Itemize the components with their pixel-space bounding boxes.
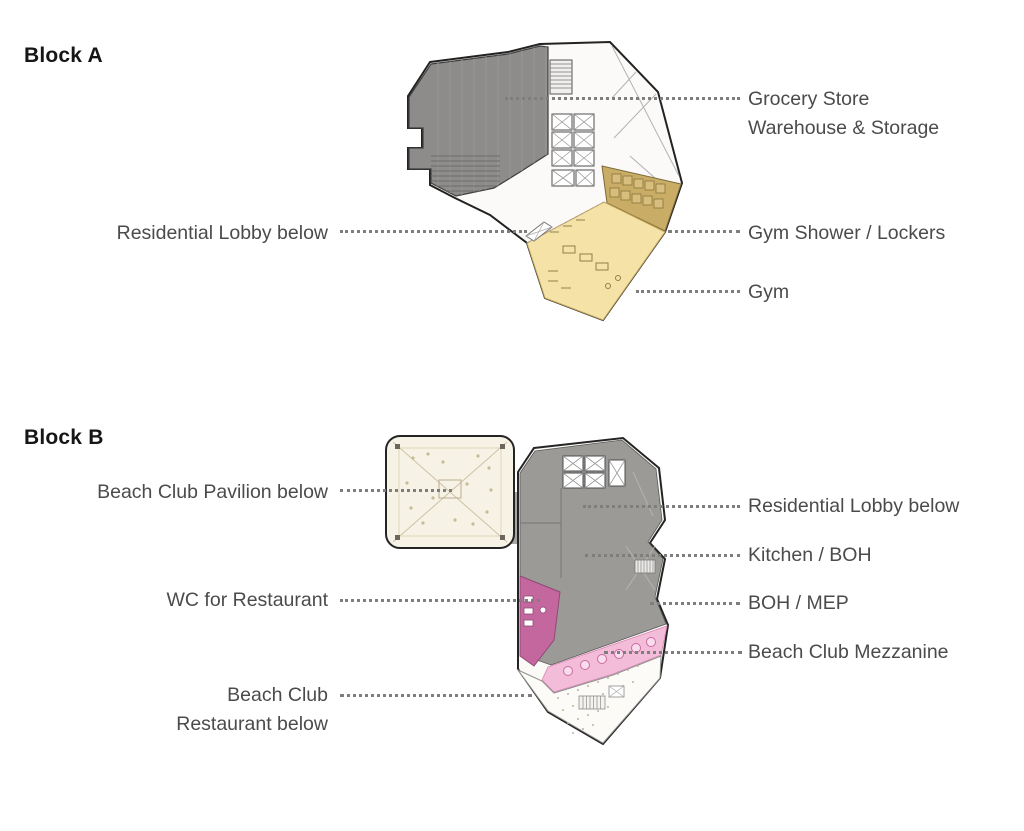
pavilion-inner: [398, 447, 502, 537]
label-residential-lobby-b: Residential Lobby below: [748, 495, 960, 517]
label-wc: WC for Restaurant: [166, 589, 328, 611]
core-boxes: [551, 113, 595, 187]
label-boh-mep: BOH / MEP: [748, 592, 849, 614]
block-b-plan-drawing: [385, 435, 670, 746]
block-b-floorplan: [383, 428, 685, 748]
lobby-marker: [525, 221, 553, 242]
label-grocery-store: Grocery Store Warehouse & Storage: [748, 88, 940, 139]
label-mezzanine: Beach Club Mezzanine: [748, 641, 949, 663]
warehouse-ramp-lines: [431, 155, 500, 192]
core-x-marks: [551, 113, 595, 187]
interior-walls: [520, 488, 562, 578]
pavilion-region-group: [385, 435, 515, 549]
warehouse-region: [408, 45, 549, 197]
leader-grocery: [505, 97, 740, 100]
block-b-title: Block B: [24, 426, 104, 449]
leader-mezzanine: [604, 651, 742, 654]
mezzanine-tables: [563, 637, 656, 676]
core-boxes-b: [562, 455, 626, 489]
leader-gym: [636, 290, 740, 293]
label-kitchen: Kitchen / BOH: [748, 544, 872, 566]
core-x-marks-b: [562, 455, 626, 489]
lockers-region-group: [601, 165, 682, 232]
lockers-region: [601, 165, 682, 232]
label-gym: Gym: [748, 281, 790, 303]
leader-gym-shower: [668, 230, 740, 233]
pavilion-furniture-dots: [405, 452, 493, 526]
block-a-title: Block A: [24, 44, 103, 67]
leader-boh-mep: [650, 602, 740, 605]
leader-pavilion: [340, 489, 452, 492]
leader-residential-lobby-b: [583, 505, 740, 508]
pavilion-columns: [395, 444, 505, 540]
block-a-plan-drawing: [407, 40, 684, 322]
warehouse-hatching: [437, 46, 547, 196]
block-a-floorplan: [398, 36, 690, 328]
label-pavilion: Beach Club Pavilion below: [97, 481, 328, 503]
restaurant-stair: [578, 685, 625, 710]
gym-equipment-marks: [548, 219, 621, 289]
block-a-braces: [611, 45, 680, 187]
leader-wc: [340, 599, 540, 602]
locker-units: [609, 173, 666, 209]
boh-stair: [634, 559, 656, 574]
leader-residential-lobby-a: [340, 230, 527, 233]
leader-restaurant: [340, 694, 532, 697]
restaurant-region-group: [516, 655, 662, 744]
label-residential-lobby-a: Residential Lobby below: [116, 222, 328, 244]
label-restaurant: Beach Club Restaurant below: [176, 684, 328, 735]
mezzanine-region-group: [541, 625, 668, 693]
stair-block: [549, 59, 573, 95]
label-gym-shower: Gym Shower / Lockers: [748, 222, 946, 244]
leader-kitchen: [585, 554, 740, 557]
